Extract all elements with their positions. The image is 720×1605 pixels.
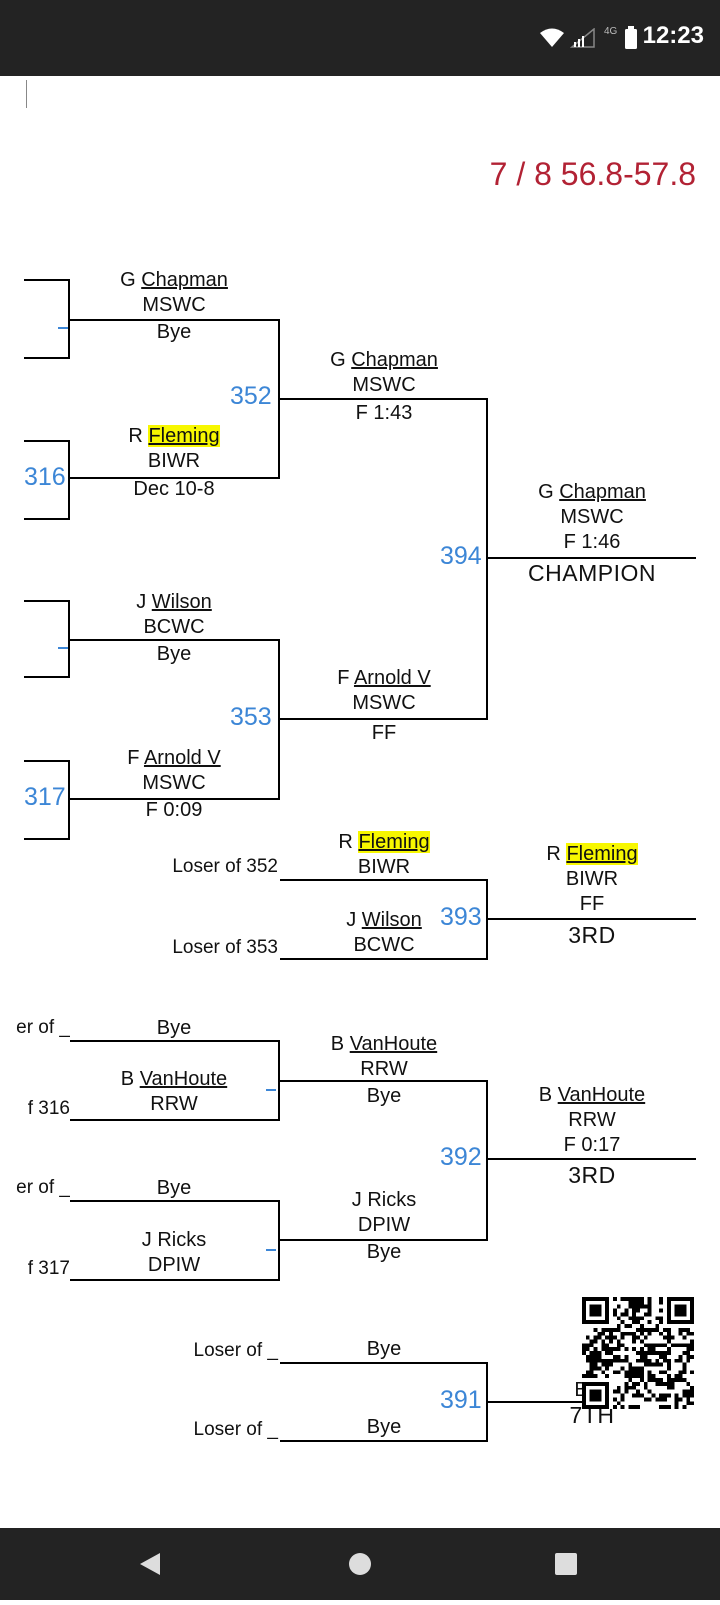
cons-semi-slot-2: J Ricks DPIW Bye [284, 1188, 484, 1265]
wrestler-link[interactable]: Arnold V [143, 747, 221, 769]
champion-slot: G Chapman MSWC F 1:46 [492, 480, 692, 555]
place-label-third: 3RD [568, 922, 616, 948]
bout-result: F 1:46 [563, 531, 621, 553]
bout-result: FF [579, 893, 605, 915]
loser-label: er of _ [16, 1017, 70, 1038]
bout-number-394[interactable]: 394 [440, 542, 482, 570]
clock: 12:23 [642, 22, 704, 49]
wrestler-link[interactable]: Chapman [351, 349, 438, 371]
wrestler-link-highlighted[interactable]: Fleming [566, 843, 638, 865]
cons-slot-1: Bye [156, 1017, 192, 1039]
third-winner-slot: R Fleming BIWR FF [492, 842, 692, 917]
wrestler-link[interactable]: VanHoute [139, 1068, 228, 1090]
home-button[interactable] [300, 1528, 420, 1600]
wrestler-link[interactable]: Wilson [151, 591, 212, 613]
bout-number-392[interactable]: 392 [440, 1143, 482, 1171]
wrestler-link[interactable]: Wilson [361, 909, 422, 931]
back-icon [140, 1553, 160, 1575]
bout-result: F 0:09 [145, 799, 203, 821]
loser-label: Loser of 353 [172, 937, 278, 958]
bout-result: F 1:43 [355, 402, 413, 424]
bout-number-316[interactable]: 316 [24, 463, 66, 491]
cons-slot-4: J Ricks DPIW [141, 1229, 207, 1276]
loser-label: Loser of 352 [172, 856, 278, 877]
cons-slot-2: B VanHoute RRW [120, 1068, 228, 1115]
semi-slot-2: F Arnold V MSWC FF [284, 666, 484, 746]
recents-icon [555, 1553, 577, 1575]
back-button[interactable] [92, 1528, 212, 1600]
bout-result: Bye [366, 1085, 402, 1107]
cons-winner-slot: B VanHoute RRW F 0:17 [492, 1083, 692, 1158]
network-type: 4G [604, 26, 618, 37]
bout-number-391[interactable]: 391 [440, 1386, 482, 1414]
r1-slot-4: F Arnold V MSWC F 0:09 [74, 746, 274, 823]
loser-label: Loser of _ [193, 1419, 279, 1440]
third-slot-1: R Fleming BIWR [338, 831, 430, 878]
place-label-third: 3RD [568, 1162, 616, 1188]
wifi-icon [540, 28, 564, 47]
bout-result: Dec 10-8 [133, 478, 215, 500]
wrestler-link[interactable]: Chapman [141, 269, 228, 291]
bout-placeholder-dash [266, 1249, 276, 1251]
text-cursor [26, 80, 27, 108]
r1-slot-1: G Chapman MSWC Bye [74, 268, 274, 345]
r1-slot-3: J Wilson BCWC Bye [74, 590, 274, 667]
qr-code [582, 1297, 694, 1409]
navigation-bar [0, 1528, 720, 1600]
loser-label: Loser of _ [193, 1340, 279, 1361]
signal-icon [570, 28, 595, 48]
semi-slot-1: G Chapman MSWC F 1:43 [284, 348, 484, 426]
bout-result: Bye [156, 321, 192, 343]
cons-semi-slot-1: B VanHoute RRW Bye [284, 1032, 484, 1109]
seventh-slot-2: Bye [366, 1416, 402, 1438]
loser-label: f 317 [27, 1258, 70, 1279]
bout-number-393[interactable]: 393 [440, 903, 482, 931]
r1-slot-2: R Fleming BIWR Dec 10-8 [74, 424, 274, 502]
wrestler-link-highlighted[interactable]: Fleming [358, 831, 430, 853]
cons-slot-3: Bye [156, 1177, 192, 1199]
wrestler-link-highlighted[interactable]: Fleming [148, 425, 220, 447]
bout-placeholder-dash [266, 1089, 276, 1091]
wrestler-link[interactable]: VanHoute [349, 1033, 438, 1055]
bout-placeholder-dash [58, 647, 68, 649]
loser-label: f 316 [27, 1098, 70, 1119]
wrestler-link[interactable]: VanHoute [557, 1084, 646, 1106]
bout-result: Bye [366, 1241, 402, 1263]
bout-number-352[interactable]: 352 [230, 382, 272, 410]
seventh-slot-1: Bye [366, 1338, 402, 1360]
bout-number-353[interactable]: 353 [230, 703, 272, 731]
wrestler-link[interactable]: Arnold V [353, 667, 431, 689]
bout-result: Bye [156, 643, 192, 665]
battery-icon [625, 26, 637, 49]
weight-class-title: 7 / 8 56.8-57.8 [489, 156, 696, 192]
bout-placeholder-dash [58, 327, 68, 329]
third-slot-2: J Wilson BCWC [346, 909, 422, 956]
bout-number-317[interactable]: 317 [24, 783, 66, 811]
home-icon [349, 1553, 371, 1575]
status-bar: 4G 12:23 [0, 0, 720, 76]
bout-result: FF [371, 722, 397, 744]
wrestler-link[interactable]: Chapman [559, 481, 646, 503]
recents-button[interactable] [506, 1528, 626, 1600]
place-label-champion: CHAMPION [528, 560, 656, 586]
bout-result: F 0:17 [563, 1134, 621, 1156]
loser-label: er of _ [16, 1177, 70, 1198]
